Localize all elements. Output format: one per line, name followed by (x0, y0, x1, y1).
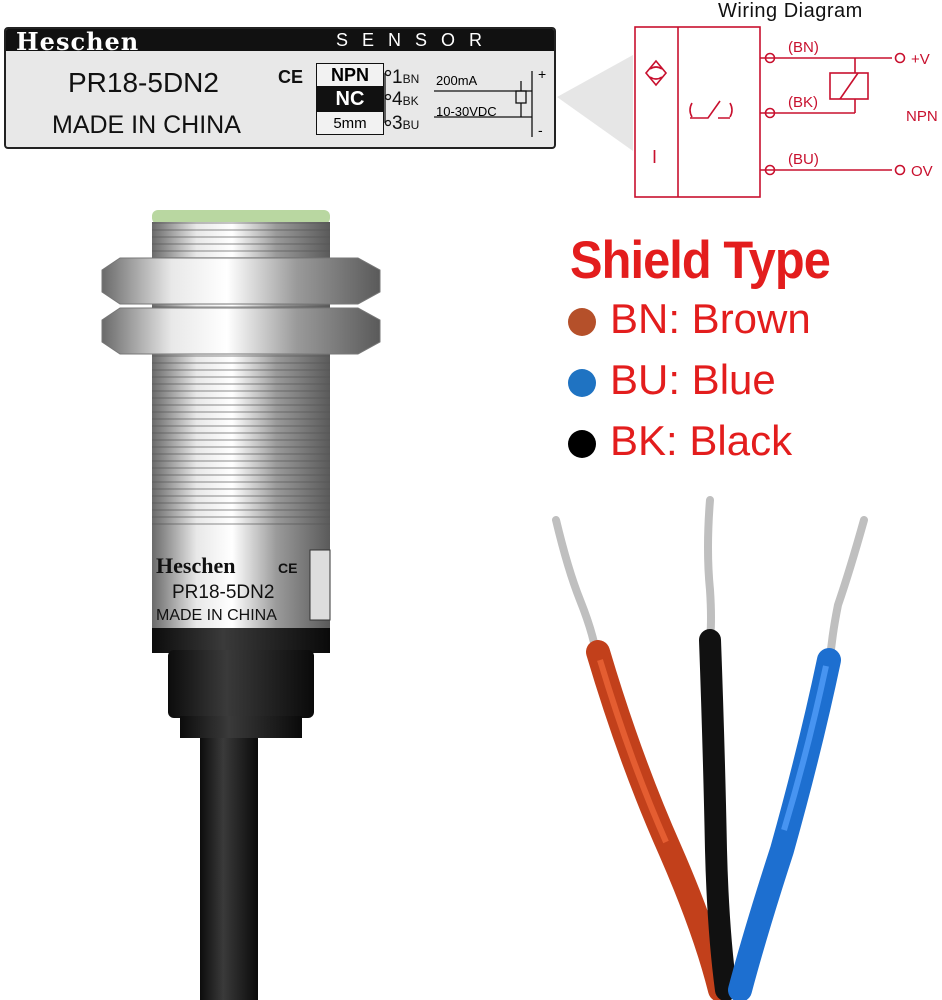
label-circuit-lines: + - (384, 66, 546, 138)
label-header-bar (6, 29, 554, 51)
blue-dot-icon (568, 369, 596, 397)
wire-bn-label: (BN) (788, 39, 819, 56)
label-made-in: MADE IN CHINA (52, 111, 241, 139)
body-ce: CE (278, 560, 297, 576)
cable-wires-image (552, 496, 868, 1000)
wire-bk-label: (BK) (788, 94, 818, 111)
sensor-cable (200, 738, 258, 1000)
sensor-label-plate: Heschen SENSOR PR18-5DN2 MADE IN CHINA C… (4, 27, 556, 149)
label-plus: + (538, 66, 546, 82)
legend-brown-text: BN: Brown (610, 295, 811, 342)
proximity-sensor-image: Heschen CE PR18-5DN2 MADE IN CHINA (101, 210, 381, 1000)
hex-nut-bottom (101, 307, 381, 355)
sensor-coil-symbol: I (652, 147, 657, 167)
callout-wedge (557, 55, 633, 151)
black-dot-icon (568, 430, 596, 458)
brown-dot-icon (568, 308, 596, 336)
label-current: 200mA (436, 73, 478, 88)
zero-v-label: OV (911, 163, 933, 180)
label-voltage: 10-30VDC (436, 104, 497, 119)
label-type-box: NPN NC 5mm (316, 63, 384, 135)
sensor-body-band (152, 528, 330, 628)
label-range: 5mm (333, 115, 367, 132)
black-wire (699, 629, 737, 1000)
body-brand: Heschen (156, 553, 235, 578)
body-model: PR18-5DN2 (172, 582, 274, 603)
legend-blue-text: BU: Blue (610, 356, 776, 403)
label-pin-1: 1BN (392, 67, 420, 88)
shield-type-title: Shield Type (570, 231, 831, 290)
label-brand: Heschen (16, 27, 140, 56)
legend-black-text: BK: Black (610, 417, 793, 464)
wiring-diagram: I (BN) (BK) (BU) +V NPN OV (634, 26, 938, 198)
label-pin-4: 4BK (392, 89, 419, 110)
ce-mark: CE (278, 67, 304, 87)
label-type-npn: NPN (317, 64, 383, 87)
label-model: PR18-5DN2 (68, 67, 219, 98)
npn-label: NPN (906, 108, 938, 125)
label-sensor-text: SENSOR (336, 30, 497, 50)
plus-v-label: +V (911, 51, 930, 68)
label-mode-nc: NC (317, 86, 383, 112)
end-cap (152, 628, 330, 653)
label-pin-3: 3BU (392, 113, 420, 134)
sensor-face (152, 210, 330, 224)
label-minus: - (538, 122, 543, 138)
wiring-diagram-title: Wiring Diagram (718, 0, 863, 22)
body-made-in: MADE IN CHINA (156, 607, 277, 624)
hex-nut-top (101, 257, 381, 305)
wire-bu-label: (BU) (788, 151, 819, 168)
